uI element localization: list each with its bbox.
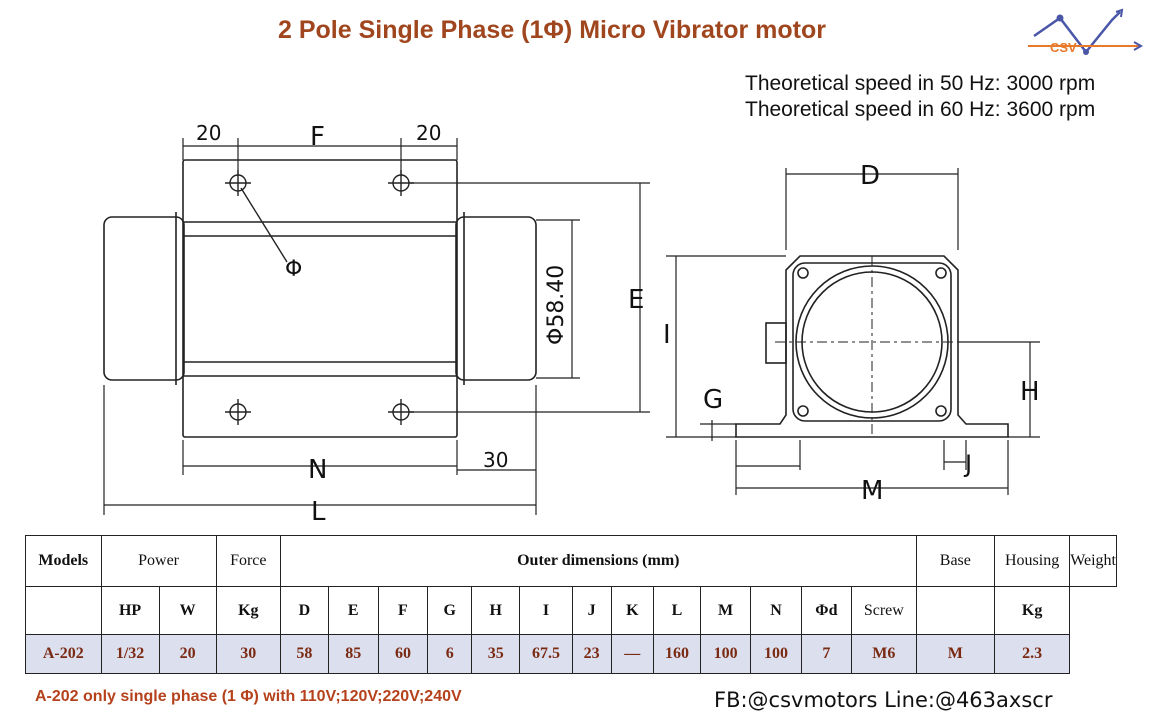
table-cell: Φd (800, 586, 853, 635)
csv-logo: CSV (1028, 8, 1144, 55)
header-housing: Housing (994, 535, 1071, 587)
dim-20-left: 20 (196, 121, 221, 145)
table-cell: E (327, 586, 379, 635)
dim-h: H (1020, 377, 1040, 407)
table-cell: 1/32 (100, 634, 160, 674)
dim-30: 30 (483, 448, 508, 472)
table-cell: 160 (653, 634, 701, 674)
table-cell: Kg (994, 586, 1071, 635)
header-weight: Weight (1069, 535, 1117, 587)
table-cell: 23 (571, 634, 612, 674)
dim-g: G (703, 385, 723, 415)
table-cell: H (471, 586, 521, 635)
table-cell: 100 (699, 634, 752, 674)
table-cell: A-202 (25, 634, 102, 674)
dim-20-right: 20 (416, 121, 441, 145)
table-cell: HP (100, 586, 160, 635)
table-cell: K (610, 586, 655, 635)
voltage-note: A-202 only single phase (1 Φ) with 110V;… (35, 688, 462, 705)
table-cell (915, 586, 996, 635)
dim-f: F (310, 122, 325, 152)
table-cell: M (699, 586, 752, 635)
phi58-label: Φ58.40 (544, 265, 569, 345)
header-power: Power (100, 535, 217, 587)
header-models: Models (25, 535, 102, 587)
contact-info: FB:@csvmotors Line:@463axscr (714, 688, 1053, 712)
technical-drawing: 20 F 20 Φ Φ58.40 E N 30 L (103, 121, 1040, 527)
table-cell: I (519, 586, 573, 635)
dim-m: M (861, 476, 883, 506)
header-force: Force (215, 535, 281, 587)
table-cell: M (915, 634, 996, 674)
dim-e: E (628, 285, 644, 315)
table-cell: 67.5 (519, 634, 573, 674)
dim-n: N (308, 455, 327, 485)
table-cell: D (279, 586, 329, 635)
dim-i: I (663, 320, 671, 350)
spec-table: Models Power Force Outer dimensions (mm)… (25, 535, 1117, 674)
table-cell: 60 (377, 634, 429, 674)
table-cell: J (571, 586, 612, 635)
speed-50hz: Theoretical speed in 50 Hz: 3000 rpm (745, 72, 1096, 95)
header-base: Base (915, 535, 996, 587)
table-cell: 6 (427, 634, 473, 674)
table-cell: G (427, 586, 473, 635)
dim-l: L (311, 497, 326, 527)
table-row: A-202 1/32 20 30 58 85 60 6 35 67.5 23 —… (25, 634, 1117, 674)
table-cell: — (610, 634, 655, 674)
table-cell: 100 (750, 634, 802, 674)
table-units-row: HP W Kg D E F G H I J K L M N Φd Screw K… (25, 586, 1117, 635)
table-cell: 30 (215, 634, 281, 674)
phi-label: Φ (285, 257, 302, 282)
table-cell: 35 (471, 634, 521, 674)
front-view-labels: D I G H J M (663, 161, 1040, 506)
table-cell: 58 (279, 634, 329, 674)
table-header-row: Models Power Force Outer dimensions (mm)… (25, 535, 1117, 587)
dim-j: J (963, 450, 972, 478)
page-title: 2 Pole Single Phase (1Φ) Micro Vibrator … (278, 16, 826, 44)
table-cell: Screw (851, 586, 917, 635)
table-cell: M6 (851, 634, 917, 674)
table-cell: 85 (327, 634, 379, 674)
table-cell: N (750, 586, 802, 635)
table-cell: 20 (158, 634, 217, 674)
table-cell: W (158, 586, 217, 635)
side-view-labels: 20 F 20 Φ Φ58.40 E N 30 L (196, 121, 644, 527)
table-cell: 7 (800, 634, 853, 674)
speed-60hz: Theoretical speed in 60 Hz: 3600 rpm (745, 98, 1096, 121)
dim-d: D (860, 161, 880, 191)
table-cell: Kg (215, 586, 281, 635)
table-cell: 2.3 (994, 634, 1071, 674)
logo-text: CSV (1050, 40, 1077, 55)
table-cell: L (653, 586, 701, 635)
table-cell: F (377, 586, 429, 635)
header-outer-dimensions: Outer dimensions (mm) (279, 535, 917, 587)
